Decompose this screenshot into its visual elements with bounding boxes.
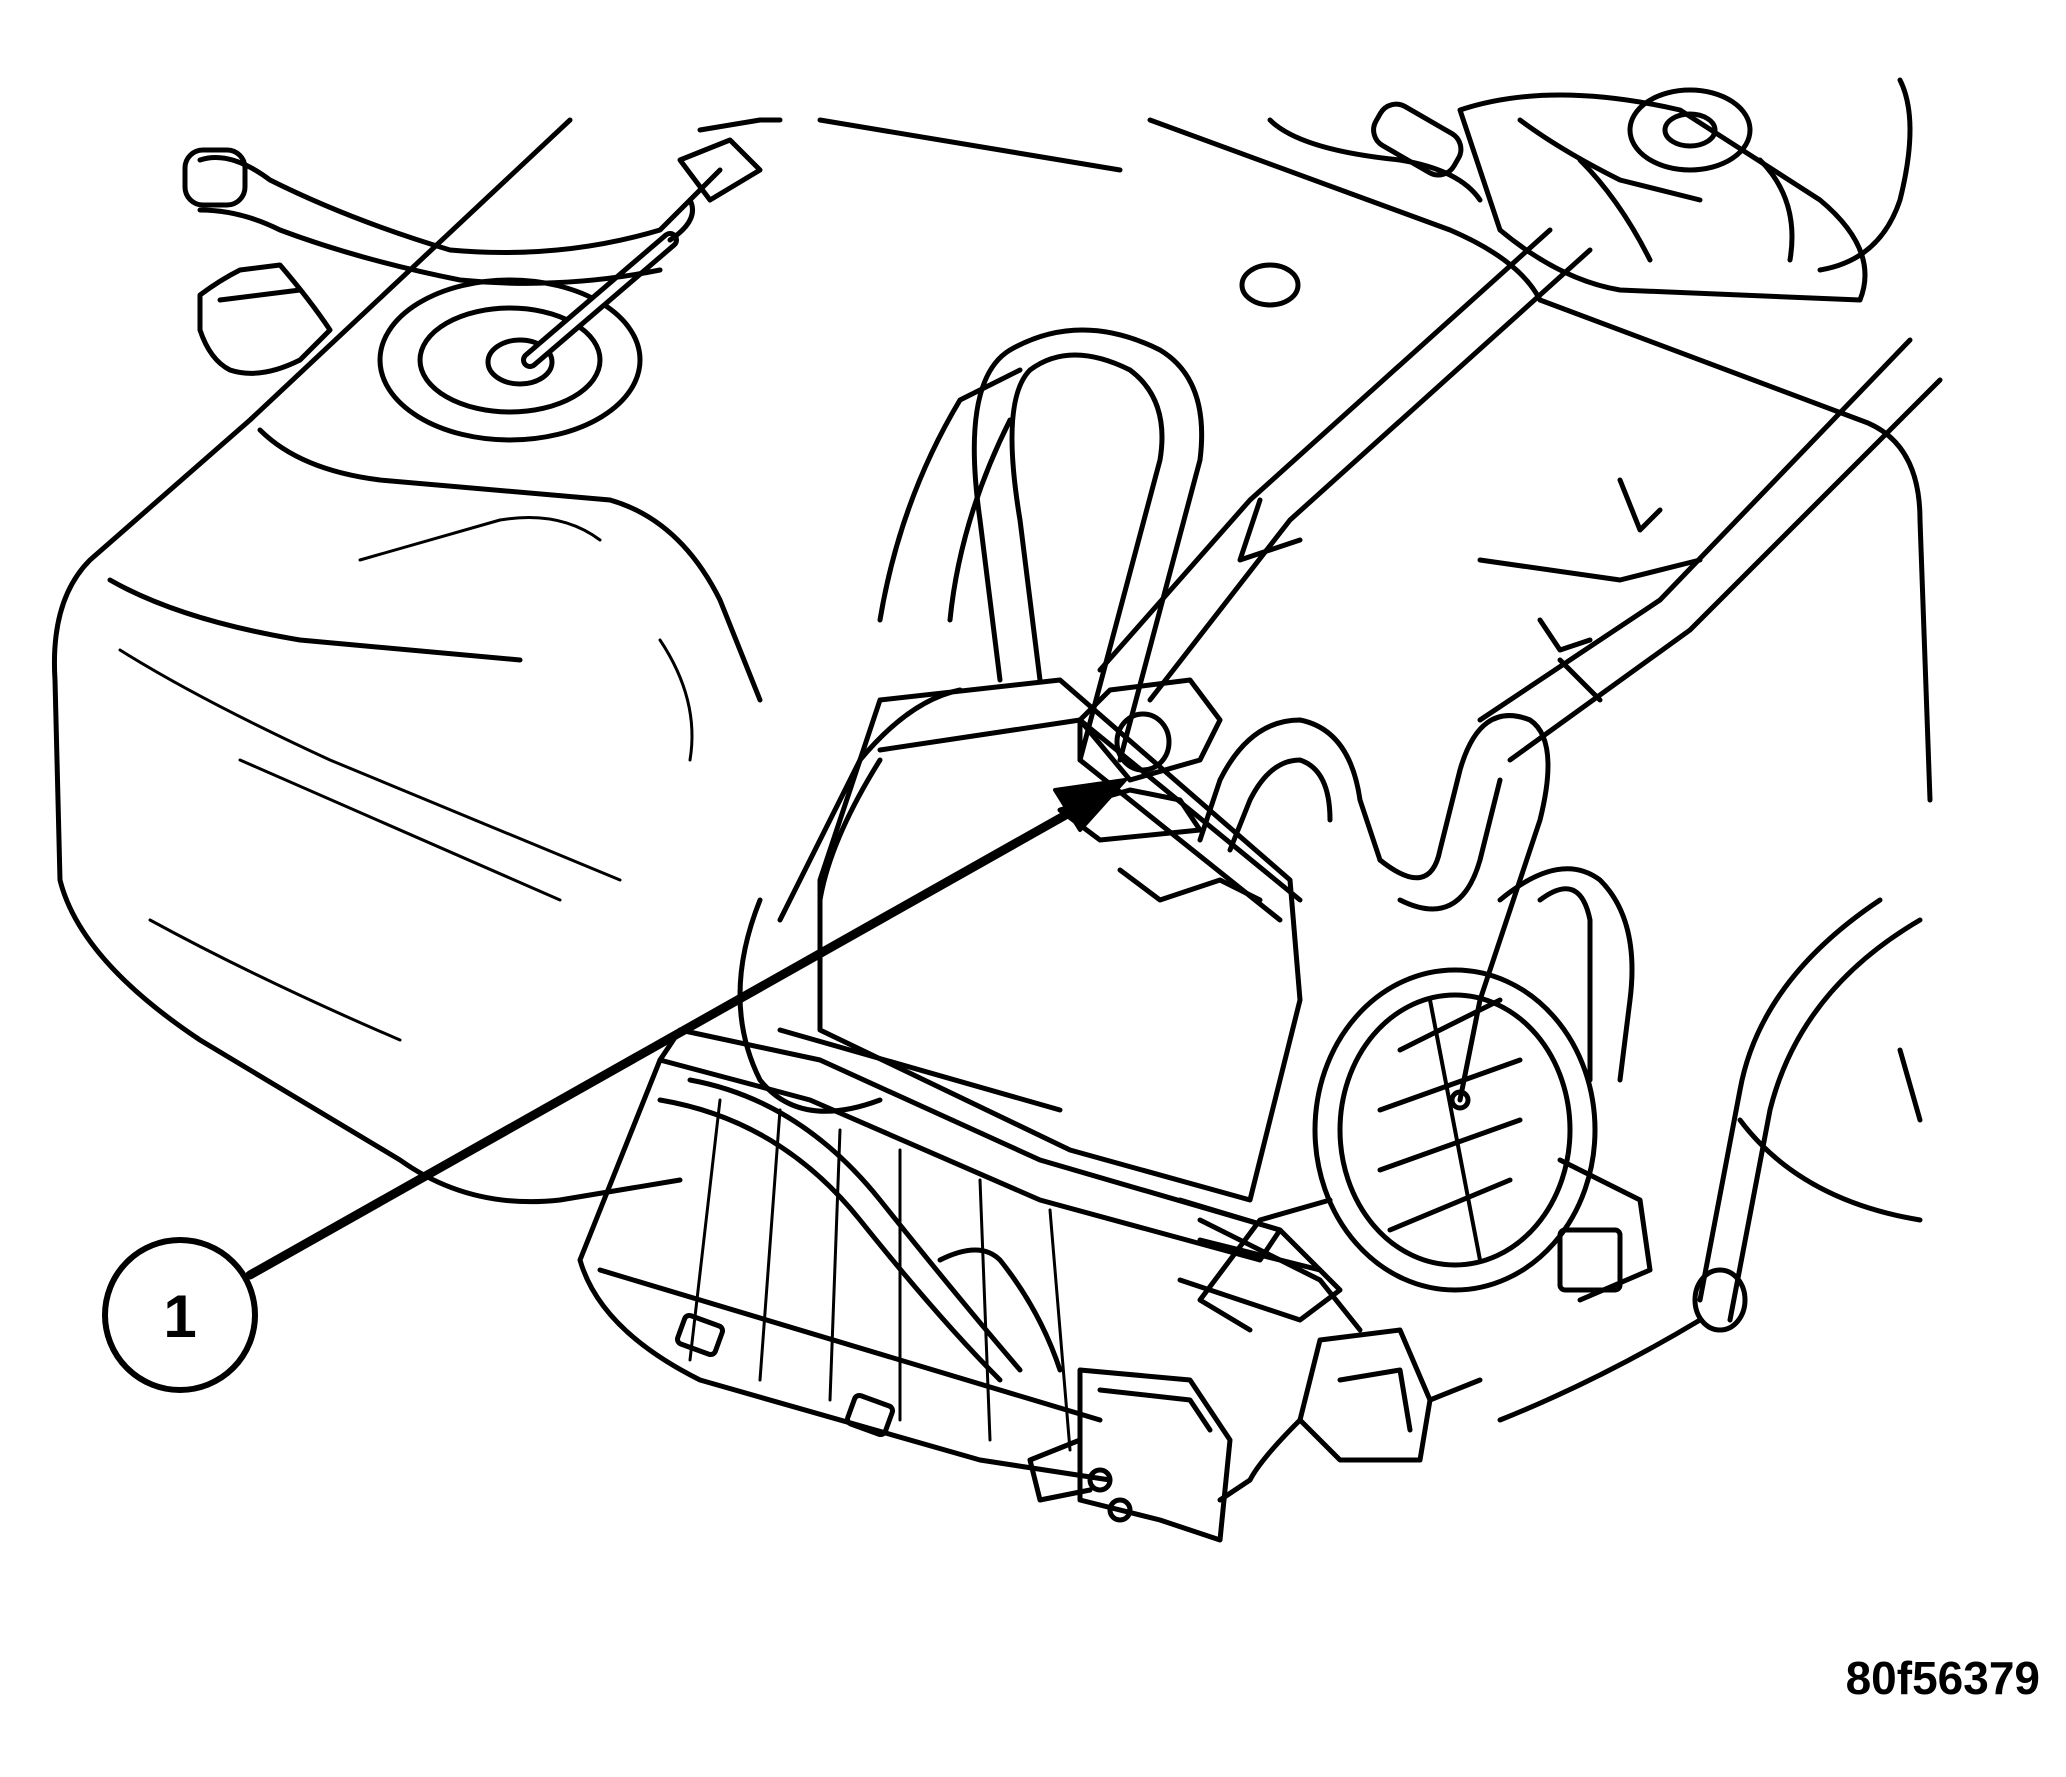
frame-rails <box>817 117 1703 308</box>
electrical-connector-left <box>1027 1367 1233 1543</box>
fuel-line-upper <box>1097 101 1593 703</box>
spare-tire-winch <box>1457 77 1913 303</box>
electrical-connector-right <box>1217 1327 1483 1503</box>
fuel-pump-module <box>377 197 695 443</box>
fuel-line-right <box>1477 337 1943 763</box>
canister-hose-right <box>1197 713 1635 1103</box>
canister-bracket <box>1177 1197 1343 1323</box>
callout-leader <box>245 778 1127 1280</box>
vent-hose <box>182 117 783 286</box>
leak-detection-pump <box>1197 967 1653 1333</box>
vent-port <box>1057 677 1223 843</box>
filler-neck <box>197 262 333 376</box>
callout-1: 1 <box>102 1237 258 1393</box>
wiring-harness <box>657 1077 1363 1383</box>
fuel-tank <box>51 117 763 1205</box>
canister-hose-loop <box>737 327 1205 1114</box>
figure-id-label: 80f56379 <box>1845 1652 2040 1704</box>
callout-1-number: 1 <box>163 1283 196 1350</box>
vapor-canister <box>577 677 1303 1483</box>
crossmember <box>1477 297 1933 1423</box>
